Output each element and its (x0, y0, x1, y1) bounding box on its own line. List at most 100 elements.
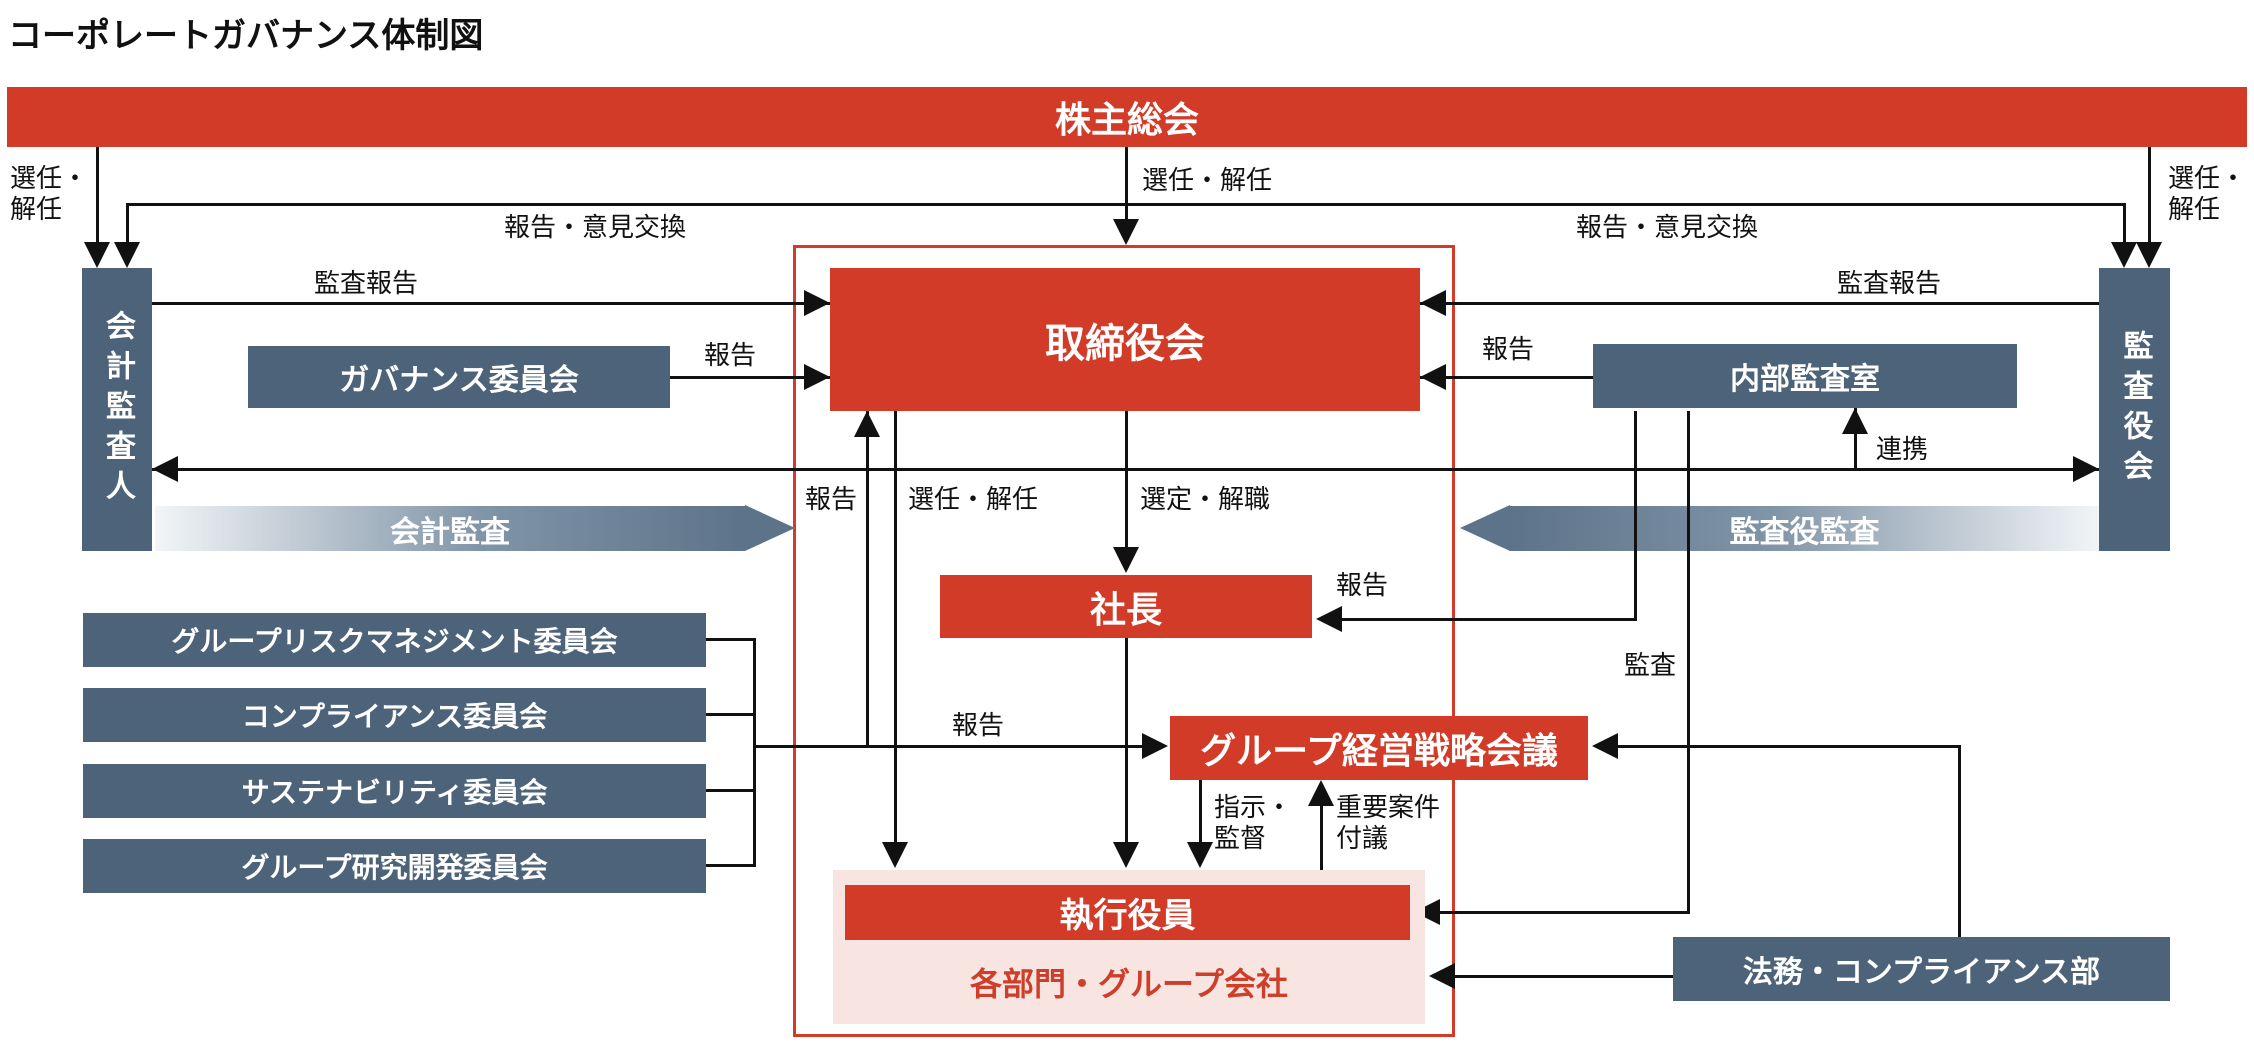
label-report-exchange-left: 報告・意見交換 (503, 212, 686, 242)
connector-line (96, 147, 99, 247)
arrowhead (1420, 290, 1446, 316)
arrowhead (152, 456, 178, 482)
arrowhead (1113, 842, 1139, 868)
arrowhead (804, 290, 830, 316)
auditor-audit-band-label: 監査役監査 (1729, 515, 1880, 549)
page-title: コーポレートガバナンス体制図 (8, 17, 484, 55)
arrowhead (1316, 606, 1342, 632)
arrowhead (854, 411, 880, 437)
board-of-directors-label: 取締役会 (1045, 321, 1205, 366)
connector-line (1437, 975, 1675, 978)
connector-line (706, 638, 755, 641)
label-report-to-board: 報告 (805, 484, 858, 514)
governance-committee-box: ガバナンス委員会 (248, 346, 670, 408)
group-strategy-meeting-label: グループ経営戦略会議 (1200, 730, 1558, 771)
arrowhead (1142, 733, 1168, 759)
connector-line (152, 302, 830, 305)
arrowhead (1308, 780, 1334, 806)
committee-box-group-risk: グループリスクマネジメント委員会 (83, 613, 706, 667)
shareholders-meeting-box: 株主総会 (7, 87, 2247, 147)
accounting-audit-band: 会計監査 (155, 506, 745, 551)
committee-label: グループ研究開発委員会 (241, 852, 548, 883)
label-report-exchange-right: 報告・意見交換 (1575, 212, 1758, 242)
auditor-audit-band-arrow-tip (1460, 505, 1510, 551)
audit-board-box: 監査役会 (2099, 268, 2170, 551)
connector-line (1424, 911, 1690, 914)
connector-line (753, 745, 1153, 748)
arrowhead (2111, 242, 2137, 268)
arrowhead (882, 842, 908, 868)
connector-line (866, 411, 869, 748)
audit-board-label: 監査役会 (2118, 329, 2152, 490)
connector-line (1125, 147, 1128, 227)
connector-line (670, 376, 830, 379)
label-instruct-supervise: 指示・ 監督 (1214, 792, 1293, 853)
arrowhead (1592, 733, 1618, 759)
arrowhead (1420, 364, 1446, 390)
committee-box-compliance: コンプライアンス委員会 (83, 688, 706, 742)
president-label: 社長 (1089, 588, 1162, 630)
accounting-auditor-label: 会計監査人 (101, 309, 134, 510)
connector-line (1687, 411, 1690, 914)
divisions-group-companies-label: 各部門・グループ会社 (969, 966, 1289, 1002)
arrowhead (2073, 456, 2099, 482)
legal-compliance-label: 法務・コンプライアンス部 (1742, 956, 2101, 989)
connector-line (706, 864, 755, 867)
connector-line (126, 204, 129, 247)
label-report-internal-audit: 報告 (1482, 334, 1535, 364)
connector-line (753, 638, 756, 867)
internal-audit-office-label: 内部監査室 (1730, 363, 1880, 396)
arrowhead (1429, 963, 1455, 989)
connector-line (1199, 780, 1202, 860)
connector-line (706, 789, 755, 792)
committee-label: グループリスクマネジメント委員会 (171, 626, 618, 657)
connector-line (2123, 204, 2126, 247)
connector-line (1420, 376, 1593, 379)
connector-line (1634, 411, 1637, 621)
connector-line (2148, 147, 2151, 247)
label-appoint-dismiss-left: 選任・ 解任 (10, 163, 89, 224)
committee-label: サステナビリティ委員会 (241, 777, 548, 808)
connector-line (1125, 638, 1128, 858)
auditor-audit-band: 監査役監査 (1510, 506, 2099, 551)
label-appoint-dismiss-center: 選任・解任 (1142, 165, 1273, 195)
label-report-committees: 報告 (952, 710, 1005, 740)
connector-line (1958, 745, 1961, 937)
legal-compliance-box: 法務・コンプライアンス部 (1673, 937, 2170, 1001)
accounting-auditor-box: 会計監査人 (82, 268, 152, 551)
committee-label: コンプライアンス委員会 (241, 701, 548, 732)
accounting-audit-band-arrow-tip (745, 505, 795, 551)
executive-officers-label: 執行役員 (1059, 897, 1196, 935)
arrowhead (84, 242, 110, 268)
connector-line (1420, 302, 2099, 305)
connector-line (1600, 745, 1960, 748)
committee-box-sustainability: サステナビリティ委員会 (83, 764, 706, 818)
arrowhead (1187, 842, 1213, 868)
divisions-group-companies-label-row: 各部門・グループ会社 (833, 950, 1425, 1014)
arrowhead (804, 364, 830, 390)
arrowhead (1113, 219, 1139, 245)
label-audit-report-left: 監査報告 (313, 268, 418, 298)
board-execution-frame (793, 245, 1455, 1037)
label-important-matters: 重要案件 付議 (1336, 792, 1441, 853)
label-audit: 監査 (1623, 650, 1676, 680)
label-select-dismiss-president: 選定・解職 (1140, 484, 1271, 514)
connector-line (1324, 618, 1637, 621)
connector-line (1320, 790, 1323, 870)
committee-box-group-rnd: グループ研究開発委員会 (83, 839, 706, 893)
label-audit-report-right: 監査報告 (1836, 268, 1941, 298)
executive-officers-box: 執行役員 (845, 885, 1410, 940)
connector-line (706, 713, 755, 716)
arrowhead (114, 242, 140, 268)
shareholders-meeting-label: 株主総会 (1054, 99, 1199, 140)
internal-audit-office-box: 内部監査室 (1593, 344, 2017, 408)
connector-line (894, 411, 897, 861)
arrowhead (1842, 408, 1868, 434)
arrowhead (2136, 242, 2162, 268)
label-cooperation: 連携 (1876, 434, 1929, 464)
arrowhead (1113, 547, 1139, 573)
accounting-audit-band-label: 会計監査 (390, 515, 510, 549)
label-report-governance: 報告 (704, 340, 757, 370)
label-appoint-dismiss-exec: 選任・解任 (908, 484, 1039, 514)
